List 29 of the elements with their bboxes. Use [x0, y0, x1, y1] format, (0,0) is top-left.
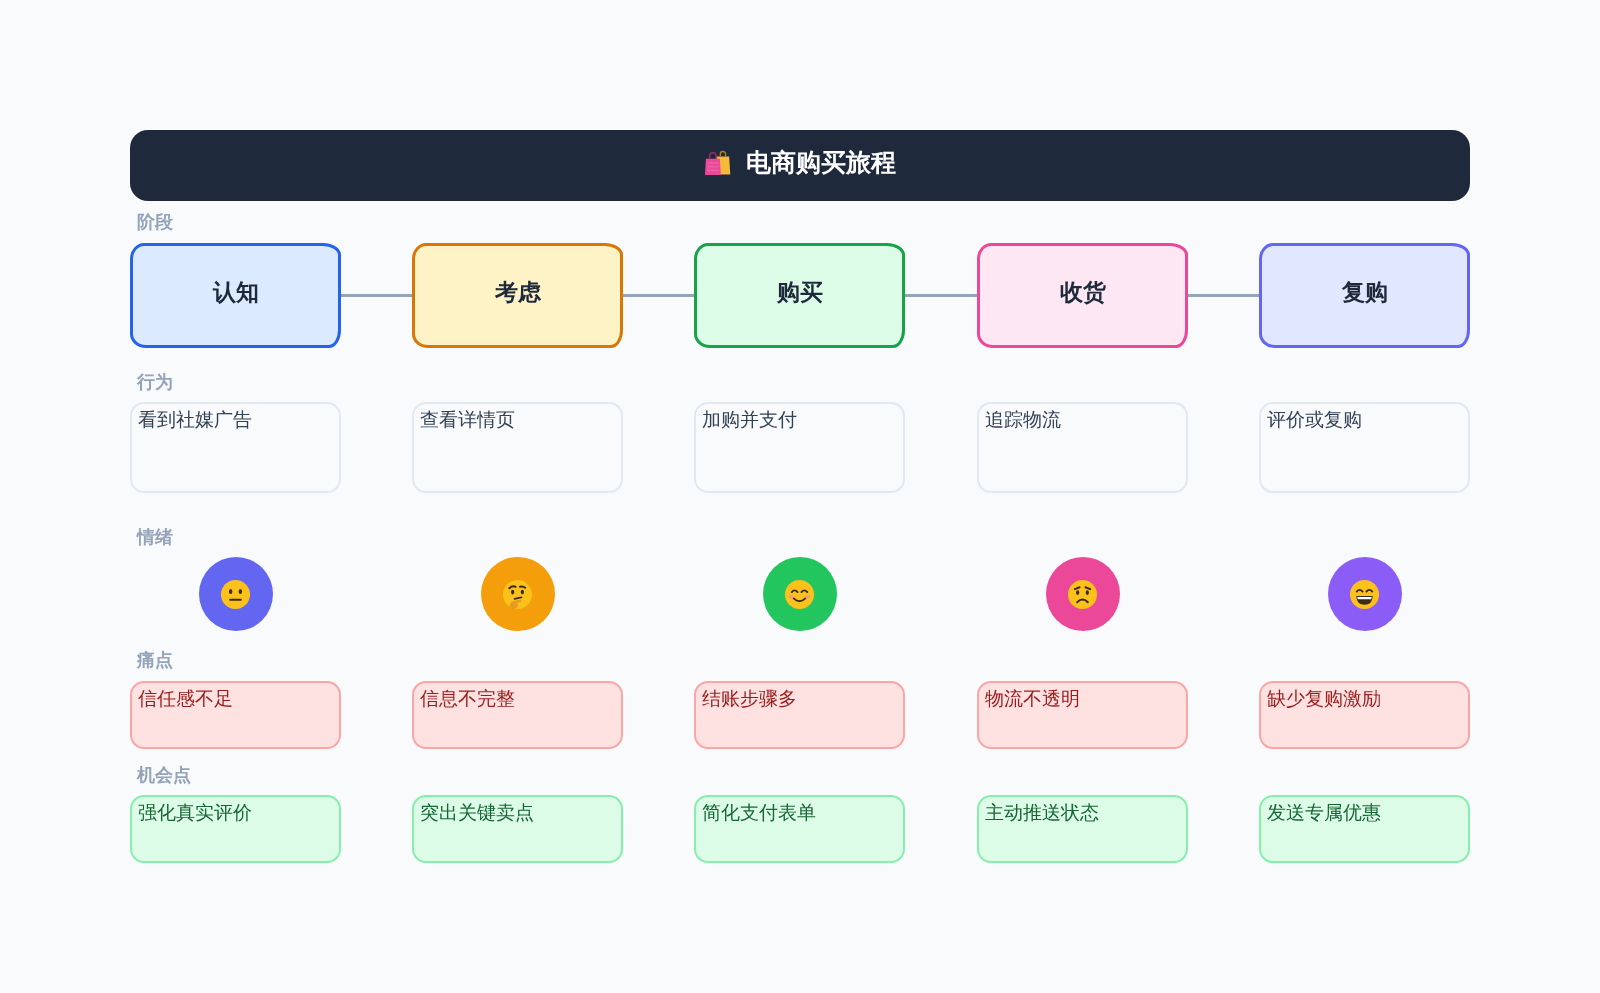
stage-box: 收货 — [977, 243, 1188, 348]
stage-box: 认知 — [130, 243, 341, 348]
connector-line — [905, 294, 977, 297]
stage-box: 考虑 — [412, 243, 623, 348]
stage-box: 复购 — [1259, 243, 1470, 348]
pain-point-box: 信息不完整 — [412, 681, 623, 749]
opportunity-box: 强化真实评价 — [130, 795, 341, 863]
connector-line — [341, 294, 412, 297]
stage-box: 购买 — [694, 243, 905, 348]
connector-line — [1188, 294, 1259, 297]
pain-point-box: 信任感不足 — [130, 681, 341, 749]
action-box: 看到社媒广告 — [130, 402, 341, 493]
pain-point-box: 物流不透明 — [977, 681, 1188, 749]
opportunity-box: 发送专属优惠 — [1259, 795, 1470, 863]
action-box: 查看详情页 — [412, 402, 623, 493]
action-box: 追踪物流 — [977, 402, 1188, 493]
opportunity-box: 主动推送状态 — [977, 795, 1188, 863]
connector-line — [623, 294, 694, 297]
title: 电商购买旅程 — [746, 147, 896, 178]
row-label: 机会点 — [137, 764, 191, 786]
row-label: 痛点 — [137, 649, 173, 671]
row-label: 情绪 — [137, 526, 173, 548]
pain-point-box: 结账步骤多 — [694, 681, 905, 749]
pain-point-box: 缺少复购激励 — [1259, 681, 1470, 749]
opportunity-box: 简化支付表单 — [694, 795, 905, 863]
opportunity-box: 突出关键卖点 — [412, 795, 623, 863]
action-box: 加购并支付 — [694, 402, 905, 493]
action-box: 评价或复购 — [1259, 402, 1470, 493]
row-label: 行为 — [137, 371, 173, 393]
